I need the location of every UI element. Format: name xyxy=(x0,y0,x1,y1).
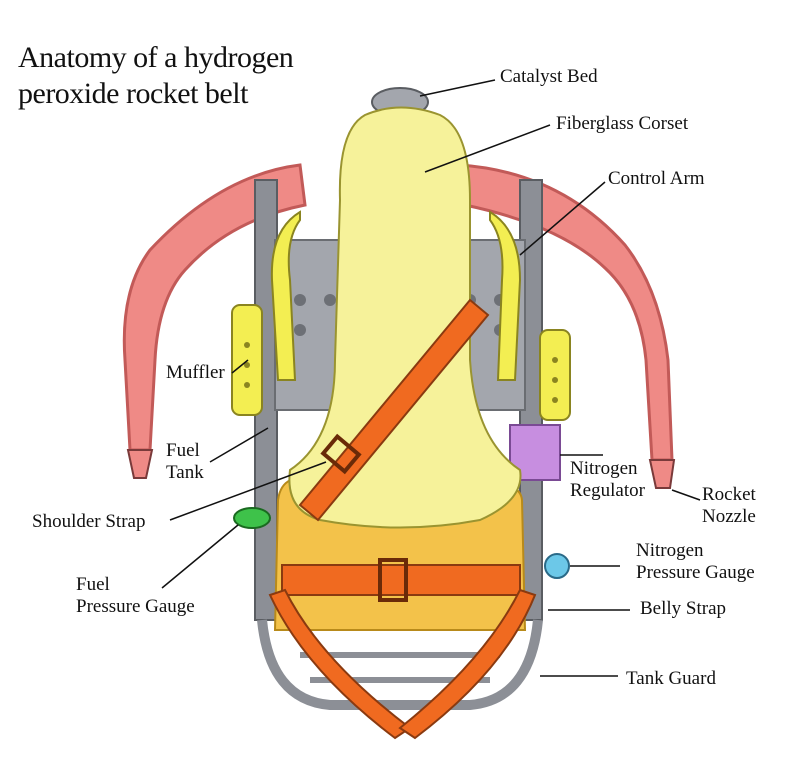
fiberglass-corset xyxy=(288,106,522,529)
left-leg-strap xyxy=(268,588,412,740)
label-fuel-tank: Fuel Tank xyxy=(166,440,204,483)
title-line-2: peroxide rocket belt xyxy=(18,77,248,110)
label-shoulder-strap: Shoulder Strap xyxy=(32,511,146,532)
shoulder-strap xyxy=(298,298,490,522)
label-nitrogen-pressure-gauge: Nitrogen Pressure Gauge xyxy=(636,540,755,583)
muffler-holes xyxy=(244,342,558,403)
right-control-arm xyxy=(489,210,522,381)
label-nitrogen-regulator: Nitrogen Regulator xyxy=(570,458,645,501)
title-line-1: Anatomy of a hydrogen xyxy=(18,41,294,74)
label-muffler: Muffler xyxy=(166,362,225,383)
leader-lines xyxy=(161,79,701,677)
diagram-title: Anatomy of a hydrogen peroxide rocket be… xyxy=(18,40,294,112)
right-leg-strap xyxy=(398,588,537,740)
label-fuel-pressure-gauge: Fuel Pressure Gauge xyxy=(76,574,195,617)
right-rocket-nozzle xyxy=(648,459,676,489)
belly-strap-buckle xyxy=(378,558,408,602)
label-tank-guard: Tank Guard xyxy=(626,668,716,689)
left-rocket-nozzle xyxy=(126,449,154,479)
label-catalyst-bed: Catalyst Bed xyxy=(500,66,598,87)
left-exhaust-pipe xyxy=(122,163,307,452)
nitrogen-pressure-gauge xyxy=(544,553,570,579)
right-muffler xyxy=(539,329,571,421)
label-control-arm: Control Arm xyxy=(608,168,705,189)
left-control-arm xyxy=(270,210,301,381)
label-fiberglass-corset: Fiberglass Corset xyxy=(556,113,689,134)
label-belly-strap: Belly Strap xyxy=(640,598,727,619)
nitrogen-regulator xyxy=(509,424,561,481)
label-rocket-nozzle: Rocket Nozzle xyxy=(702,484,756,527)
fuel-pressure-gauge xyxy=(233,507,271,529)
belly-strap xyxy=(281,564,521,596)
shoulder-strap-buckle xyxy=(320,433,362,475)
tank-guard xyxy=(257,619,543,710)
